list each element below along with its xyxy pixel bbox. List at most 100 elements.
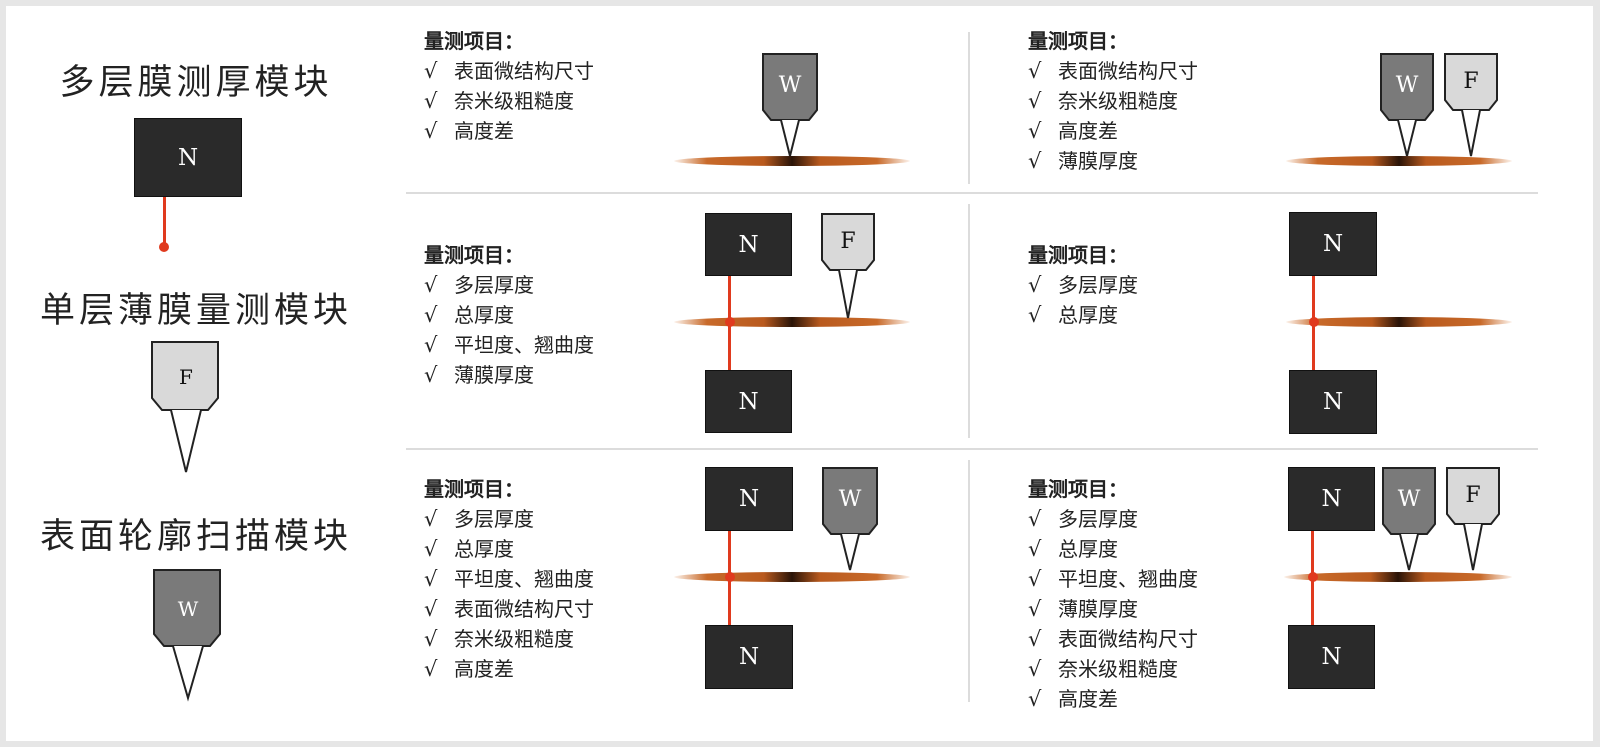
list-item: √高度差 — [1028, 116, 1198, 146]
check-icon: √ — [424, 567, 438, 591]
check-icon: √ — [424, 627, 438, 651]
r2c1-measurement-list: 量测项目： √多层厚度 √总厚度 √平坦度、翘曲度 √薄膜厚度 — [424, 240, 594, 390]
multilayer-red-dot — [159, 242, 169, 252]
r2c1-f-probe: F — [821, 213, 875, 319]
check-icon: √ — [1028, 687, 1042, 711]
check-icon: √ — [1028, 597, 1042, 621]
r1c2-w-probe: W — [1380, 53, 1434, 157]
svg-text:W: W — [1396, 73, 1419, 98]
r3c1-heading: 量测项目： — [424, 477, 524, 501]
r3c1-wafer — [674, 572, 910, 582]
list-item: √总厚度 — [424, 534, 594, 564]
r2c1-heading: 量测项目： — [424, 243, 524, 267]
list-item: √薄膜厚度 — [1028, 146, 1198, 176]
check-icon: √ — [424, 89, 438, 113]
r1c2-measurement-list: 量测项目： √表面微结构尺寸 √奈米级粗糙度 √高度差 √薄膜厚度 — [1028, 26, 1198, 176]
check-icon: √ — [1028, 149, 1042, 173]
check-icon: √ — [1028, 119, 1042, 143]
list-item: √多层厚度 — [1028, 504, 1198, 534]
r1c2-heading: 量测项目： — [1028, 29, 1128, 53]
single-layer-f-label: F — [179, 365, 193, 389]
list-item: √高度差 — [424, 116, 594, 146]
check-icon: √ — [424, 333, 438, 357]
r3c1-red-dot — [725, 572, 735, 582]
list-item: √总厚度 — [1028, 300, 1138, 330]
list-item: √奈米级粗糙度 — [424, 86, 594, 116]
col-divider-row3 — [968, 460, 970, 702]
check-icon: √ — [1028, 507, 1042, 531]
r3c2-measurement-list: 量测项目： √多层厚度 √总厚度 √平坦度、翘曲度 √薄膜厚度 √表面微结构尺寸… — [1028, 474, 1198, 714]
list-item: √表面微结构尺寸 — [1028, 56, 1198, 86]
check-icon: √ — [424, 119, 438, 143]
list-item: √高度差 — [1028, 684, 1198, 714]
svg-text:F: F — [1465, 483, 1480, 508]
r3c1-measurement-list: 量测项目： √多层厚度 √总厚度 √平坦度、翘曲度 √表面微结构尺寸 √奈米级粗… — [424, 474, 594, 684]
diagram-canvas: 多层膜测厚模块 N 单层薄膜量测模块 F 表面轮廓扫描模块 W 量测项目： √表… — [6, 6, 1593, 741]
check-icon: √ — [1028, 537, 1042, 561]
check-icon: √ — [424, 363, 438, 387]
r2c1-bottom-n-box: N — [705, 370, 792, 433]
list-item: √多层厚度 — [424, 504, 594, 534]
check-icon: √ — [1028, 59, 1042, 83]
r1c2-wafer — [1286, 156, 1512, 166]
list-item: √奈米级粗糙度 — [1028, 654, 1198, 684]
check-icon: √ — [424, 273, 438, 297]
r3c2-top-n-box: N — [1288, 467, 1375, 531]
single-layer-module-title: 单层薄膜量测模块 — [39, 291, 352, 331]
list-item: √薄膜厚度 — [424, 360, 594, 390]
svg-text:F: F — [840, 229, 855, 254]
list-item: √薄膜厚度 — [1028, 594, 1198, 624]
list-item: √多层厚度 — [1028, 270, 1138, 300]
r1c1-heading: 量测项目： — [424, 29, 524, 53]
check-icon: √ — [424, 597, 438, 621]
list-item: √奈米级粗糙度 — [424, 624, 594, 654]
surface-module-title: 表面轮廓扫描模块 — [39, 517, 352, 557]
r3c1-top-n-box: N — [705, 467, 793, 531]
check-icon: √ — [1028, 657, 1042, 681]
r3c2-bottom-n-box: N — [1288, 625, 1375, 689]
list-item: √总厚度 — [424, 300, 594, 330]
check-icon: √ — [1028, 567, 1042, 591]
r2c2-heading: 量测项目： — [1028, 243, 1128, 267]
check-icon: √ — [424, 303, 438, 327]
row-divider-2 — [406, 448, 1538, 450]
r2c1-top-n-box: N — [705, 213, 792, 276]
svg-text:F: F — [1463, 69, 1478, 94]
multilayer-n-sensor-box: N — [134, 118, 242, 197]
r2c1-red-dot — [725, 317, 735, 327]
list-item: √总厚度 — [1028, 534, 1198, 564]
list-item: √表面微结构尺寸 — [424, 594, 594, 624]
list-item: √平坦度、翘曲度 — [1028, 564, 1198, 594]
list-item: √表面微结构尺寸 — [1028, 624, 1198, 654]
r2c2-red-dot — [1309, 317, 1319, 327]
check-icon: √ — [424, 657, 438, 681]
col-divider-row2 — [968, 204, 970, 438]
check-icon: √ — [424, 537, 438, 561]
single-layer-f-probe: F — [151, 341, 219, 473]
svg-text:W: W — [779, 73, 802, 98]
multilayer-red-beam — [163, 197, 166, 247]
check-icon: √ — [1028, 273, 1042, 297]
check-icon: √ — [1028, 627, 1042, 651]
r3c1-bottom-n-box: N — [705, 625, 793, 689]
r3c1-w-probe: W — [822, 467, 878, 571]
r1c2-f-probe: F — [1444, 53, 1498, 157]
row-divider-1 — [406, 192, 1538, 194]
r1c1-w-probe: W — [762, 53, 818, 157]
check-icon: √ — [1028, 303, 1042, 327]
list-item: √多层厚度 — [424, 270, 594, 300]
r2c2-top-n-box: N — [1289, 212, 1377, 276]
list-item: √平坦度、翘曲度 — [424, 564, 594, 594]
r2c2-wafer — [1286, 317, 1512, 327]
col-divider-row1 — [968, 32, 970, 184]
svg-text:W: W — [839, 487, 862, 512]
r3c2-wafer — [1284, 572, 1512, 582]
svg-text:W: W — [1398, 487, 1421, 512]
check-icon: √ — [424, 507, 438, 531]
check-icon: √ — [1028, 89, 1042, 113]
r3c2-f-probe: F — [1446, 467, 1500, 571]
r2c2-bottom-n-box: N — [1289, 370, 1377, 434]
r3c2-heading: 量测项目： — [1028, 477, 1128, 501]
r2c1-wafer — [674, 317, 910, 327]
r3c2-w-probe: W — [1382, 467, 1436, 571]
